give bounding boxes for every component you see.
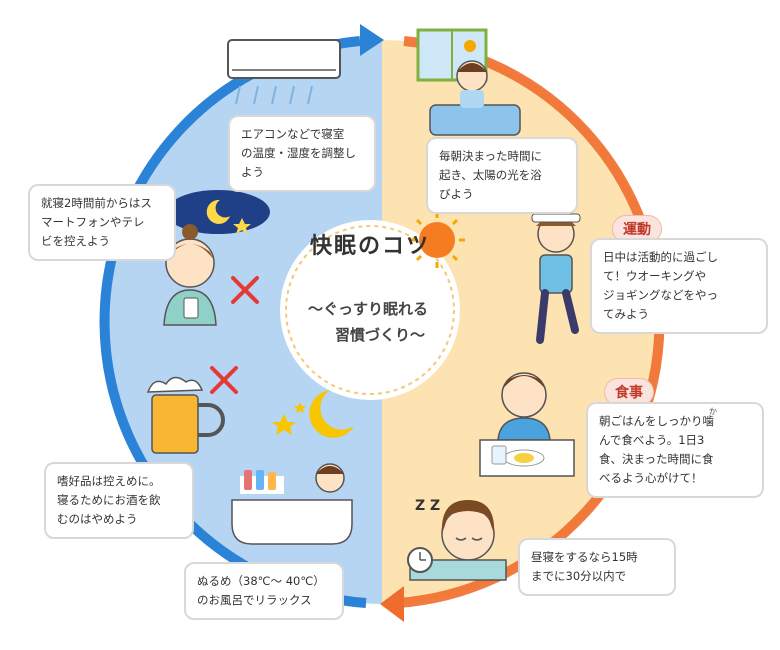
tip-meal: か 朝ごはんをしっかり噛 んで食べよう。1日3 食、決まった時間に食 べるよう心… [586,402,764,498]
cross-mark-icon-2 [210,366,238,394]
tip-morning: 毎朝決まった時間に 起き、太陽の光を浴 びよう [426,137,578,214]
napping-girl-icon [407,500,507,581]
sun-icon [409,212,465,268]
beer-mug-icon [146,376,225,454]
tip-exercise: 日中は活動的に過ごし て！ウオーキングや ジョギングなどをやっ てみよう [590,238,768,334]
center-subtitle-line2: 習慣づくり～ [334,326,425,344]
eating-boy-icon [479,372,575,477]
tip-aircon-text: エアコンなどで寝室 の温度・湿度を調整し よう [241,127,356,179]
tip-morning-text: 毎朝決まった時間に 起き、太陽の光を浴 びよう [439,149,543,201]
tip-aircon: エアコンなどで寝室 の温度・湿度を調整し よう [228,115,376,192]
zzz-text: Z Z [415,498,440,514]
tip-smartphone: 就寝2時間前からはス マートフォンやテレ ビを控えよう [28,184,176,261]
runner-icon [531,213,581,344]
tip-alcohol: 嗜好品は控えめに。 寝るためにお酒を飲 むのはやめよう [44,462,194,539]
tip-bath: ぬるめ（38℃～ 40℃） のお風呂でリラックス [184,562,344,620]
smartphone-woman-icon [163,224,217,326]
tip-nap-text: 昼寝をするなら15時 までに30分以内で [531,550,638,583]
air-conditioner-icon [227,39,341,105]
tip-alcohol-text: 嗜好品は控えめに。 寝るためにお酒を飲 むのはやめよう [57,474,161,526]
tip-bath-text: ぬるめ（38℃～ 40℃） のお風呂でリラックス [197,574,325,607]
center-circle-dash [285,225,455,395]
tip-nap: 昼寝をするなら15時 までに30分以内で [518,538,676,596]
meal-ruby: か [709,407,717,416]
center-circle [280,220,460,400]
center-title: 快眠のコツ [309,234,430,259]
tip-exercise-text: 日中は活動的に過ごし て！ウオーキングや ジョギングなどをやっ てみよう [603,250,718,321]
crescent-moon-icon [272,390,354,438]
night-sky-icon [166,190,270,234]
tip-meal-text: 朝ごはんをしっかり噛 んで食べよう。1日3 食、決まった時間に食 べるよう心がけ… [599,414,714,485]
tip-smartphone-text: 就寝2時間前からはス マートフォンやテレ ビを控えよう [41,196,152,248]
arrow-head-orange [380,586,404,622]
arrow-head-blue [360,24,384,56]
cross-mark-icon [231,276,259,304]
waking-person-icon [429,60,521,136]
bathtub-icon [231,463,353,545]
center-subtitle-line1: ～ぐっすり眠れる [307,300,428,318]
meal-tag: 食事 [604,378,654,406]
